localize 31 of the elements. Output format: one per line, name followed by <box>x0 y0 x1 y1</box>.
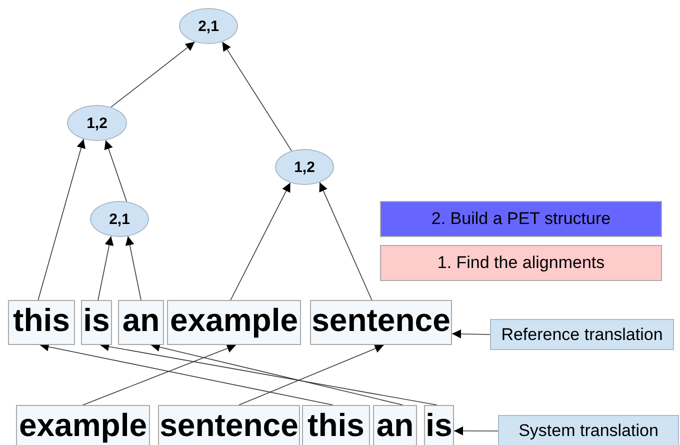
arrow <box>82 344 236 406</box>
arrow <box>454 426 498 436</box>
arrow <box>230 182 291 300</box>
word-box: an <box>373 405 417 445</box>
word-box: sentence <box>310 300 452 345</box>
word-box: example <box>167 300 301 345</box>
arrow <box>125 236 142 300</box>
step-box: 1. Find the alignments <box>380 245 662 281</box>
arrow <box>238 344 384 406</box>
arrow <box>319 182 372 300</box>
word-box: is <box>81 300 112 345</box>
word-box: this <box>8 300 75 345</box>
arrow <box>452 329 490 338</box>
step-box: 2. Build a PET structure <box>380 201 662 237</box>
permutation-node: 1,2 <box>67 105 127 141</box>
translation-label: System translation <box>498 415 679 445</box>
arrow <box>104 140 128 202</box>
permutation-node: 2,1 <box>179 8 238 44</box>
word-box: is <box>424 405 454 445</box>
arrow <box>110 42 196 108</box>
translation-label: Reference translation <box>490 319 674 350</box>
word-box: example <box>16 405 150 445</box>
arrow <box>150 342 404 406</box>
arrow <box>98 236 114 300</box>
permutation-node: 2,1 <box>90 201 149 237</box>
arrow <box>222 42 292 152</box>
permutation-node: 1,2 <box>275 149 334 185</box>
arrow <box>38 138 86 300</box>
word-box: this <box>302 405 370 445</box>
word-box: sentence <box>158 405 300 445</box>
word-box: an <box>118 300 164 345</box>
